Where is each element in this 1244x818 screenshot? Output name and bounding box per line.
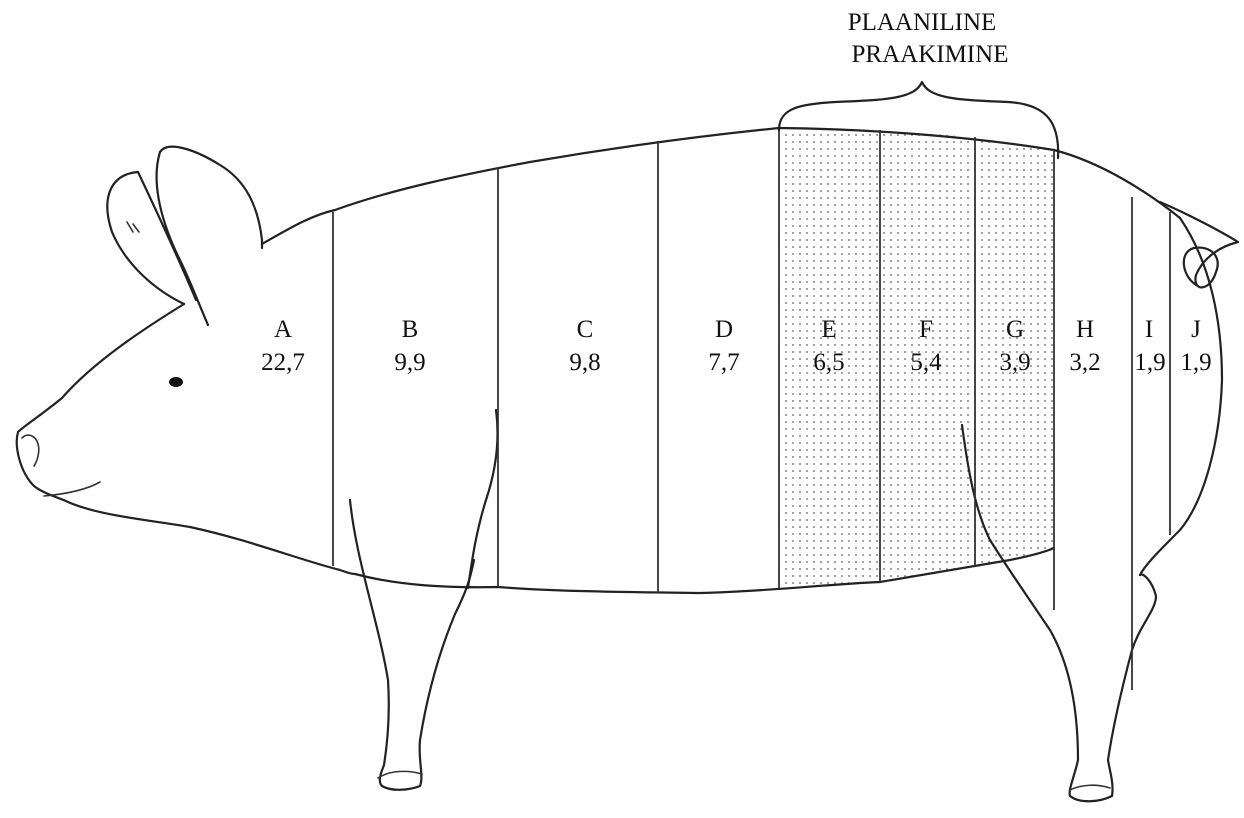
- front-hoof: [378, 771, 422, 778]
- segment-value: 6,5: [813, 349, 844, 376]
- segment-letter: D: [715, 316, 733, 343]
- pig-rump-outline: [1140, 218, 1222, 575]
- segment-value: 5,4: [910, 349, 942, 376]
- segment-value: 9,9: [394, 349, 425, 376]
- segment-letter: H: [1076, 316, 1094, 343]
- tail: [1160, 202, 1238, 287]
- front-leg-front-edge: [468, 410, 498, 588]
- segment-j: J 1,9: [1180, 316, 1211, 376]
- back-ear-inner: [157, 152, 208, 325]
- annotation-line-2: PRAAKIMINE: [852, 41, 1009, 68]
- eye: [169, 377, 183, 387]
- segment-i: I 1,9: [1134, 316, 1165, 376]
- front-leg-back-edge: [350, 500, 474, 790]
- segment-a: A 22,7: [261, 316, 305, 376]
- annotation-line-1: PLAANILINE: [848, 9, 997, 36]
- segment-value: 9,8: [569, 349, 600, 376]
- mouth-line: [44, 482, 100, 496]
- segment-letter: C: [577, 316, 594, 343]
- front-ear-mark: [127, 222, 139, 232]
- segment-letter: G: [1006, 316, 1024, 343]
- head-outline: [17, 304, 355, 574]
- segment-letter: A: [274, 316, 292, 343]
- segment-letter: F: [919, 316, 933, 343]
- front-ear: [107, 172, 196, 304]
- hind-hoof: [1070, 785, 1110, 790]
- segment-c: C 9,8: [569, 316, 600, 376]
- snout-nostril: [22, 435, 39, 466]
- segment-value: 1,9: [1180, 349, 1211, 376]
- back-ear: [160, 147, 262, 248]
- segment-value: 1,9: [1134, 349, 1165, 376]
- segment-d: D 7,7: [708, 316, 739, 376]
- segment-b: B 9,9: [394, 316, 425, 376]
- segment-value: 22,7: [261, 349, 305, 376]
- segment-letter: E: [821, 316, 836, 343]
- segment-letter: B: [402, 316, 419, 343]
- segment-value: 3,2: [1069, 349, 1100, 376]
- segment-h: H 3,2: [1069, 316, 1100, 376]
- segment-letter: J: [1191, 316, 1201, 343]
- segment-value: 7,7: [708, 349, 739, 376]
- segment-value: 3,9: [999, 349, 1030, 376]
- segment-letter: I: [1145, 316, 1153, 343]
